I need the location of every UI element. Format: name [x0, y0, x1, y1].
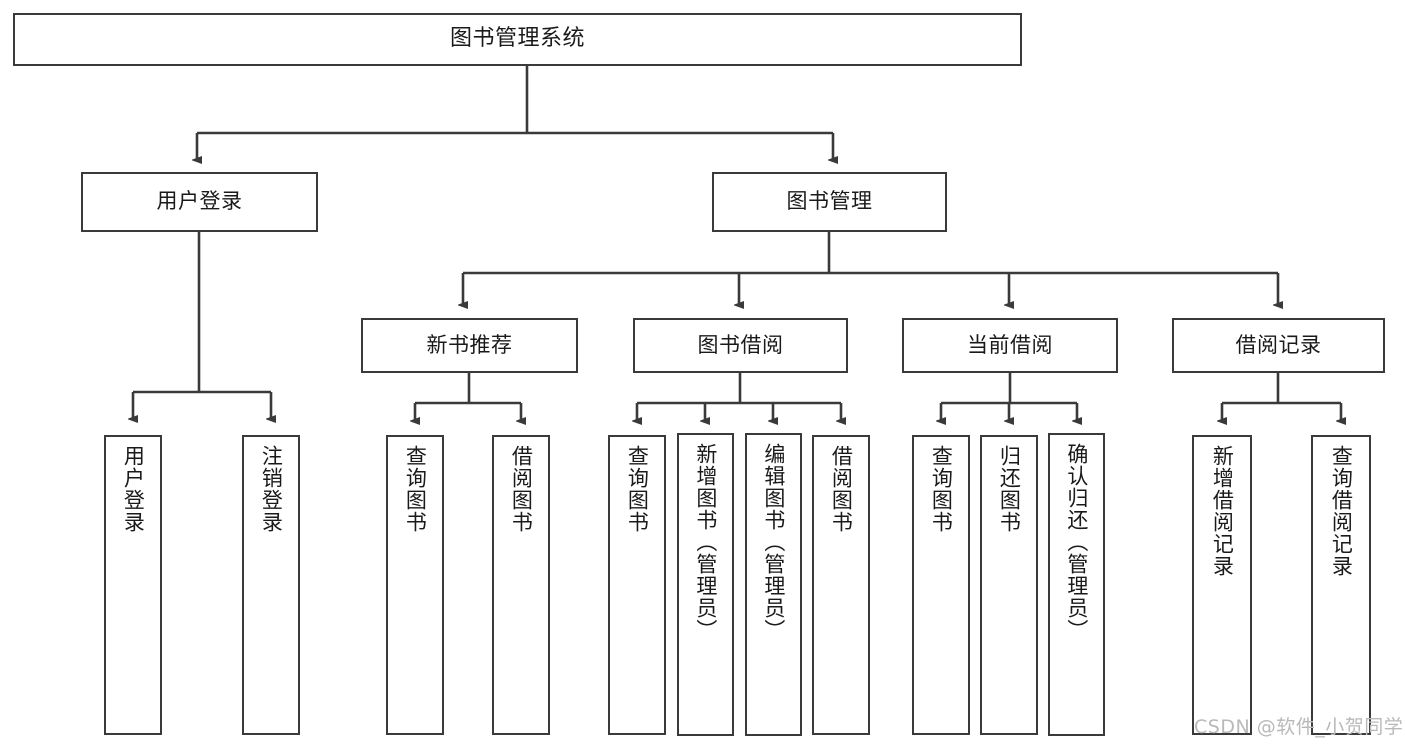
node-book-borrow[interactable]: 图书借阅 [633, 318, 848, 373]
node-label: 图书借阅 [697, 332, 784, 357]
node-label: 图书管理系统 [449, 26, 585, 52]
node-label: 查询图书 [929, 445, 954, 533]
node-label: 查询图书 [403, 445, 428, 533]
node-label: 查询借阅记录 [1329, 445, 1354, 577]
leaf-edit-book-admin[interactable]: 编辑图书（管理员） [745, 433, 802, 736]
node-label: 新增借阅记录 [1210, 445, 1235, 577]
node-label: 编辑图书（管理员） [761, 443, 786, 641]
node-user-login[interactable]: 用户登录 [81, 172, 318, 232]
leaf-user-login[interactable]: 用户登录 [104, 435, 162, 735]
leaf-logout[interactable]: 注销登录 [242, 435, 300, 735]
leaf-query-book-current[interactable]: 查询图书 [912, 435, 970, 735]
leaf-query-book-newbook[interactable]: 查询图书 [386, 435, 444, 735]
node-label: 归还图书 [997, 445, 1022, 533]
node-label: 用户登录 [156, 189, 243, 214]
node-label: 注销登录 [259, 445, 284, 533]
node-borrow-record[interactable]: 借阅记录 [1172, 318, 1385, 373]
node-label: 用户登录 [121, 445, 146, 533]
node-root-system[interactable]: 图书管理系统 [13, 13, 1022, 66]
node-label: 借阅图书 [829, 445, 854, 533]
node-label: 查询图书 [625, 445, 650, 533]
leaf-borrow-book-newbook[interactable]: 借阅图书 [492, 435, 550, 735]
leaf-return-book[interactable]: 归还图书 [980, 435, 1038, 735]
leaf-borrow-book[interactable]: 借阅图书 [812, 435, 870, 735]
node-label: 当前借阅 [967, 332, 1053, 357]
node-label: 新书推荐 [426, 332, 513, 357]
leaf-add-borrow-record[interactable]: 新增借阅记录 [1192, 435, 1252, 735]
node-label: 确认归还（管理员） [1064, 443, 1089, 641]
leaf-query-borrow-record[interactable]: 查询借阅记录 [1311, 435, 1371, 735]
node-label: 借阅图书 [509, 445, 534, 533]
leaf-query-book-borrow[interactable]: 查询图书 [608, 435, 666, 735]
node-label: 借阅记录 [1235, 332, 1322, 357]
node-label: 新增图书（管理员） [693, 443, 718, 641]
node-new-book-recommend[interactable]: 新书推荐 [361, 318, 578, 373]
node-label: 图书管理 [786, 189, 873, 214]
node-book-management[interactable]: 图书管理 [712, 172, 947, 232]
node-current-borrow[interactable]: 当前借阅 [902, 318, 1118, 373]
leaf-confirm-return-admin[interactable]: 确认归还（管理员） [1048, 433, 1105, 736]
leaf-add-book-admin[interactable]: 新增图书（管理员） [677, 433, 734, 736]
watermark-text: CSDN @软件_小贺同学 [1194, 716, 1404, 738]
